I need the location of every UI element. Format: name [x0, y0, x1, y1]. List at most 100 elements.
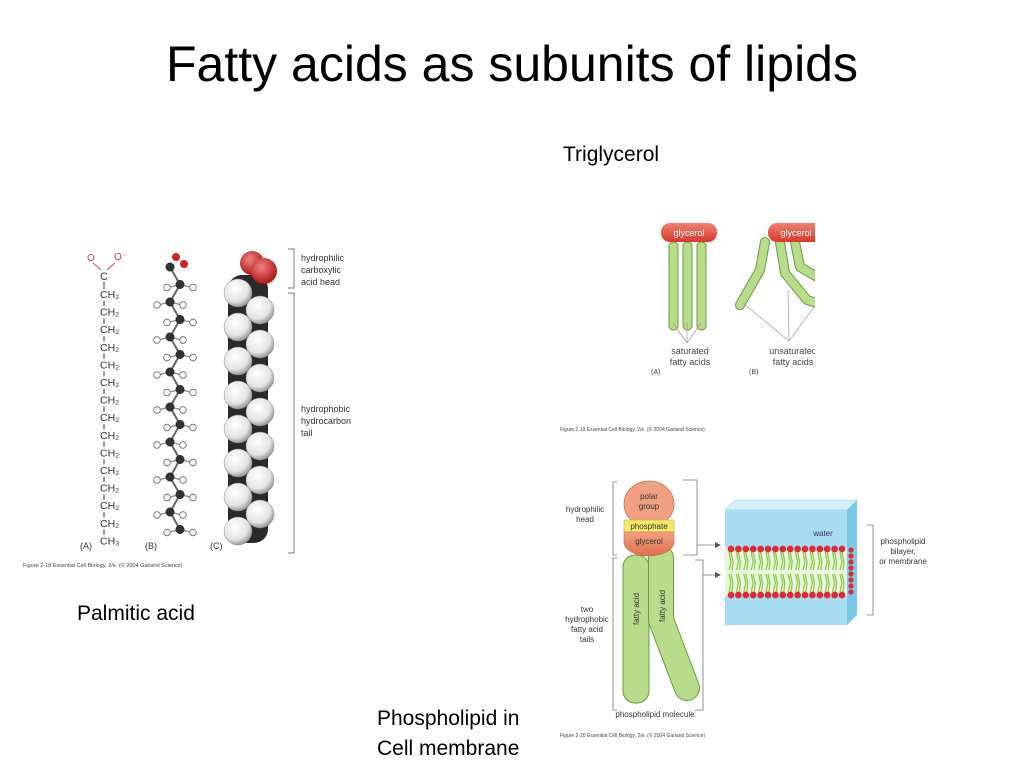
- membrane-block: water: [724, 499, 858, 625]
- carbon-atom: [165, 297, 175, 307]
- unsaturated-label-line1: unsaturated: [769, 346, 815, 356]
- head-label-line3: acid head: [301, 277, 340, 287]
- carbon-atom: [165, 402, 175, 412]
- bilayer-heads: [727, 545, 854, 599]
- formula-carbon: C: [100, 271, 108, 283]
- phosphate-label: phosphate: [630, 522, 668, 531]
- lipid-head: [848, 589, 854, 595]
- hydrogen-atom: [163, 388, 171, 397]
- tail-label-line1: hydrophobic: [301, 404, 351, 414]
- formula-ch-group: CH₂: [100, 483, 119, 495]
- lipid-head: [727, 545, 735, 553]
- hydrogen-sphere: [245, 329, 275, 359]
- carbon-atom: [165, 332, 175, 342]
- hydrogen-sphere: [245, 431, 275, 461]
- lipid-head: [801, 591, 809, 599]
- unsaturated-tail-3: [736, 238, 769, 309]
- tails-label-line4: tails: [580, 635, 594, 644]
- lipid-head: [809, 545, 816, 553]
- panel-label-a: (A): [651, 369, 660, 376]
- formula-ch-group: CH₂: [100, 289, 119, 301]
- formula-ch-group: CH₂: [100, 359, 119, 371]
- formula-ch-group: CH₂: [100, 342, 119, 354]
- tail-bracket: [288, 292, 295, 554]
- lipid-head: [735, 591, 742, 599]
- hydrogen-atom: [153, 336, 161, 344]
- hydrogen-sphere: [223, 312, 253, 342]
- figure-2-20-credit: Figure 2-20 Essential Cell Biology, 2/e.…: [560, 732, 705, 739]
- glycerol-head-b: [768, 223, 824, 242]
- palmitic-acid-diagram: O O⁻ C CH₂CH₂CH₂CH₂CH₂CH₂CH₂CH₂CH₂CH₂CH₂…: [23, 248, 351, 569]
- carbon-atom: [175, 315, 185, 324]
- carbon-atom: [165, 507, 175, 517]
- hydrogen-atom: [153, 301, 161, 309]
- caption-phospholipid-line1: Phospholipid in: [377, 707, 520, 730]
- hydrogen-atom: [189, 283, 197, 292]
- figure-2-18-credit: Figure 2-18 Essential Cell Biology, 2/e.…: [23, 562, 183, 569]
- oxygen-atom: [172, 253, 180, 261]
- hydrogen-atom: [163, 353, 171, 362]
- structural-formula: O O⁻ C CH₂CH₂CH₂CH₂CH₂CH₂CH₂CH₂CH₂CH₂CH₂…: [87, 252, 127, 547]
- lipid-head: [838, 545, 846, 553]
- panel-label-a: (A): [80, 541, 92, 551]
- carbon-atom: [165, 472, 175, 482]
- polar-group-label-line1: polar: [640, 492, 658, 501]
- lipid-head: [757, 591, 764, 599]
- carbon-atom: [175, 455, 185, 464]
- tails-label-line2: hydrophobic: [565, 615, 609, 624]
- carbon-atom: [175, 280, 185, 289]
- lipid-head: [772, 545, 779, 553]
- bilayer-label-line1: phospholipid: [881, 537, 926, 546]
- ball-and-stick-model: [153, 253, 197, 537]
- hydrogen-atom: [189, 353, 197, 362]
- carbon-atom: [175, 350, 185, 359]
- hydrogen-atom: [189, 318, 197, 327]
- lipid-head: [742, 591, 750, 599]
- phospholipid-molecule-label: phospholipid molecule: [615, 710, 695, 719]
- lipid-head: [831, 545, 838, 553]
- hydrogen-atom: [189, 458, 197, 467]
- phospholipid-diagram: hydrophilic head two hydrophobic fatty a…: [560, 479, 927, 739]
- oxygen-sphere: [251, 258, 277, 284]
- triglycerol-diagram: glycerol glycerol saturated fatty acids …: [560, 223, 846, 433]
- head-label-line2: carboxylic: [301, 265, 342, 275]
- hydrogen-atom: [179, 371, 187, 379]
- caption-palmitic-acid: Palmitic acid: [77, 602, 195, 625]
- hydrogen-atom: [163, 423, 171, 432]
- hydrophilic-head-label-line2: head: [576, 515, 594, 524]
- lipid-head: [831, 591, 838, 599]
- hydrogen-atom: [179, 511, 187, 519]
- bilayer-tails: [728, 551, 845, 593]
- head-bracket: [288, 248, 295, 289]
- lipid-head: [779, 545, 787, 553]
- lipid-head: [786, 545, 794, 553]
- hydrogen-sphere: [223, 414, 253, 444]
- hydrogen-sphere: [245, 295, 275, 325]
- hydrogen-sphere: [223, 448, 253, 478]
- hydrogen-sphere: [223, 346, 253, 376]
- lipid-head: [838, 591, 846, 599]
- lipid-head: [772, 591, 779, 599]
- lipid-head: [735, 545, 742, 553]
- slide-title: Fatty acids as subunits of lipids: [166, 36, 858, 92]
- hydrogen-atom: [189, 388, 197, 397]
- carbon-atom: [175, 385, 185, 394]
- lipid-head: [794, 591, 801, 599]
- hydrogen-sphere: [245, 397, 275, 427]
- lipid-head: [786, 591, 794, 599]
- unsaturated-triglyceride: glycerol: [735, 223, 846, 315]
- carbon-atom: [175, 525, 185, 534]
- hydrogen-atom: [163, 528, 171, 537]
- tail-label-line3: tail: [301, 428, 313, 438]
- hydrogen-atom: [153, 441, 161, 449]
- hydrogen-atom: [189, 528, 197, 537]
- caption-phospholipid-line2: Cell membrane: [377, 737, 520, 760]
- fatty-acid-label-left: fatty acid: [632, 593, 641, 625]
- formula-ch-group: CH₂: [100, 324, 119, 336]
- carbon-atom: [165, 262, 175, 272]
- carbon-atom: [165, 367, 175, 377]
- lipid-head: [816, 545, 824, 553]
- lipid-head: [848, 577, 854, 583]
- formula-ch-group: CH₂: [100, 395, 119, 407]
- lipid-head: [848, 583, 854, 589]
